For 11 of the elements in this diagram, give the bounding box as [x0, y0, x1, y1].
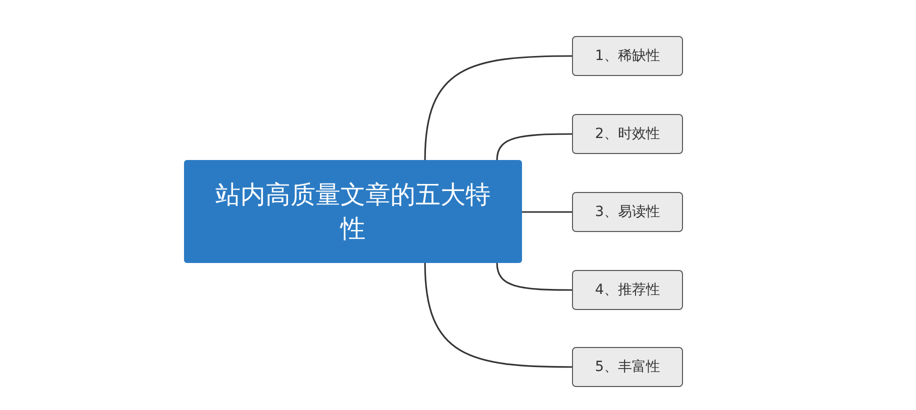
- topic-box: 站内高质量文章的五大特性: [184, 160, 522, 263]
- connector-line: [496, 262, 572, 291]
- subtopic-box: 4、推荐性: [572, 270, 683, 310]
- connector-line: [424, 55, 572, 160]
- connector-line: [496, 133, 572, 160]
- subtopic-box: 2、时效性: [572, 114, 683, 154]
- subtopic-box: 1、稀缺性: [572, 36, 683, 76]
- connector-line: [424, 262, 572, 368]
- subtopic-box: 5、丰富性: [572, 347, 683, 387]
- subtopic-box: 3、易读性: [572, 192, 683, 232]
- connector-line: [522, 211, 572, 213]
